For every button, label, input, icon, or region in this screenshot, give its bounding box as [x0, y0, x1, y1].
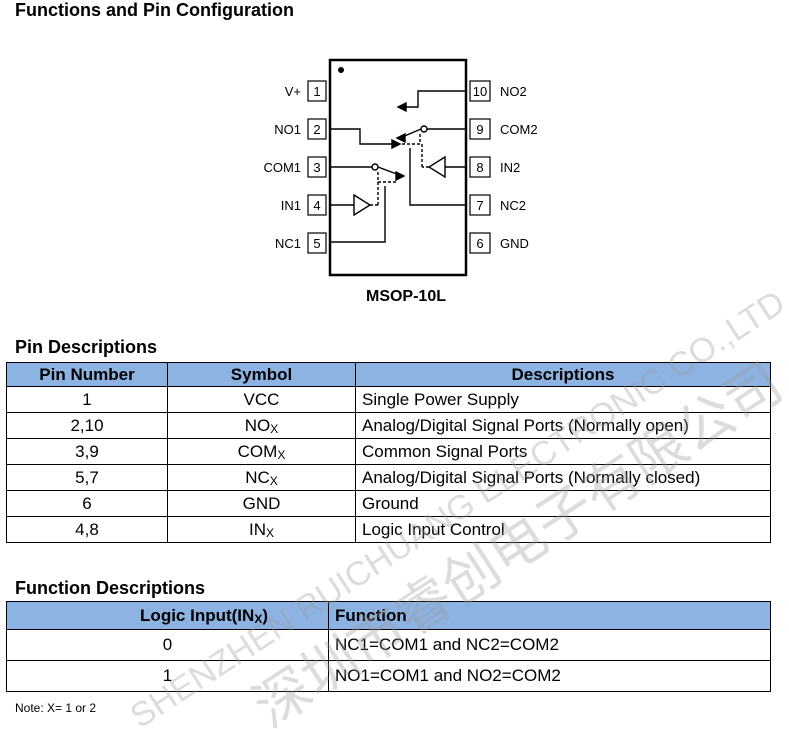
function-descriptions-table: Logic Input(INX) Function 0 NC1=COM1 and… [6, 601, 771, 692]
table-row: 2,10 NOX Analog/Digital Signal Ports (No… [6, 412, 771, 439]
pin-num: 9 [476, 122, 483, 137]
col-header: Symbol [167, 362, 356, 387]
col-header-function: Function [328, 601, 771, 630]
pin-name: NO1 [274, 122, 301, 137]
pin-name: NC1 [275, 236, 301, 251]
pin-num: 5 [313, 236, 320, 251]
cell-function: NC1=COM1 and NC2=COM2 [328, 629, 771, 661]
pin-name: COM1 [263, 160, 301, 175]
pin-name: COM2 [500, 122, 538, 137]
col-header: Descriptions [355, 362, 771, 387]
pin-num: 6 [476, 236, 483, 251]
col-header: Pin Number [6, 362, 168, 387]
footnote: Note: X= 1 or 2 [15, 701, 97, 715]
pin-name: IN1 [281, 198, 301, 213]
pin-num: 3 [313, 160, 320, 175]
table-row: 3,9 COMX Common Signal Ports [6, 438, 771, 465]
pin-name: IN2 [500, 160, 520, 175]
cell-desc: Ground [355, 490, 771, 517]
cell-desc: Analog/Digital Signal Ports (Normally cl… [355, 464, 771, 491]
cell-pin: 1 [6, 386, 168, 413]
pin-num: 4 [313, 198, 320, 213]
cell-pin: 5,7 [6, 464, 168, 491]
cell-desc: Common Signal Ports [355, 438, 771, 465]
table-row: 4,8 INX Logic Input Control [6, 516, 771, 543]
col-header-logic-input: Logic Input(INX) [6, 601, 329, 630]
section-title-pin-descriptions: Pin Descriptions [15, 337, 158, 357]
cell-desc: Single Power Supply [355, 386, 771, 413]
pin-num: 10 [473, 84, 487, 99]
pin-name: V+ [285, 84, 301, 99]
pin-num: 2 [313, 122, 320, 137]
table-row: 1 VCC Single Power Supply [6, 386, 771, 413]
left-pin-boxes [307, 80, 327, 254]
pin-num: 1 [313, 84, 320, 99]
pin-descriptions-table: Pin Number Symbol Descriptions 1 VCC Sin… [6, 362, 771, 543]
cell-symbol: NOX [167, 412, 356, 439]
cell-symbol: VCC [167, 386, 356, 413]
cell-desc: Analog/Digital Signal Ports (Normally op… [355, 412, 771, 439]
right-pin-boxes [469, 80, 491, 254]
pin-name: GND [500, 236, 529, 251]
cell-desc: Logic Input Control [355, 516, 771, 543]
table-header-row: Pin Number Symbol Descriptions [6, 362, 771, 387]
cell-pin: 4,8 [6, 516, 168, 543]
pin1-dot [338, 67, 344, 73]
cell-symbol: INX [167, 516, 356, 543]
pin-name: NC2 [500, 198, 526, 213]
pin-diagram: 1 2 3 4 5 10 9 8 7 6 V+ NO1 COM1 IN1 NC1… [263, 58, 538, 305]
section-title-function-descriptions: Function Descriptions [15, 578, 206, 598]
cell-symbol: NCX [167, 464, 356, 491]
table-row: 6 GND Ground [6, 490, 771, 517]
table-row: 1 NO1=COM1 and NO2=COM2 [6, 660, 771, 692]
switch-2 [395, 90, 466, 206]
cell-pin: 6 [6, 490, 168, 517]
cell-pin: 2,10 [6, 412, 168, 439]
cell-function: NO1=COM1 and NO2=COM2 [328, 660, 771, 692]
cell-symbol: COMX [167, 438, 356, 465]
pin-num: 7 [476, 198, 483, 213]
pin-num: 8 [476, 160, 483, 175]
cell-symbol: GND [167, 490, 356, 517]
table-header-row: Logic Input(INX) Function [6, 601, 771, 630]
table-row: 5,7 NCX Analog/Digital Signal Ports (Nor… [6, 464, 771, 491]
table-row: 0 NC1=COM1 and NC2=COM2 [6, 629, 771, 661]
cell-input: 1 [6, 660, 329, 692]
pin-name: NO2 [500, 84, 527, 99]
section-title-functions: Functions and Pin Configuration [15, 0, 294, 20]
package-label: MSOP-10L [366, 288, 446, 305]
switch-1 [330, 128, 406, 243]
cell-pin: 3,9 [6, 438, 168, 465]
cell-input: 0 [6, 629, 329, 661]
